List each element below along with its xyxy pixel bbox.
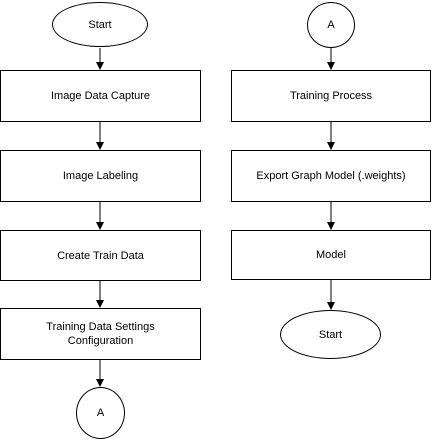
connector-a-right: A <box>307 2 355 48</box>
export-graph-model-step: Export Graph Model (.weights) <box>231 150 431 202</box>
connector-a-left-label: A <box>96 407 105 419</box>
create-train-data-step: Create Train Data <box>0 230 201 281</box>
export-graph-model-label: Export Graph Model (.weights) <box>256 170 406 182</box>
training-data-settings-step: Training Data Settings Configuration <box>0 308 201 360</box>
end-start-node-label: Start <box>318 328 343 341</box>
training-process-label: Training Process <box>289 90 373 102</box>
model-step: Model <box>231 230 431 280</box>
start-node: Start <box>52 2 148 47</box>
end-start-node: Start <box>280 310 381 359</box>
connector-a-left: A <box>76 387 125 439</box>
connector-a-right-label: A <box>327 19 335 31</box>
image-data-capture-step: Image Data Capture <box>0 70 201 122</box>
image-labeling-step: Image Labeling <box>0 150 201 202</box>
training-process-step: Training Process <box>231 70 431 122</box>
image-data-capture-label: Image Data Capture <box>50 90 151 102</box>
create-train-data-label: Create Train Data <box>57 249 144 262</box>
image-labeling-label: Image Labeling <box>62 170 139 182</box>
training-data-settings-label: Training Data Settings Configuration <box>46 321 155 347</box>
start-node-label: Start <box>88 18 112 31</box>
model-label: Model <box>316 249 346 261</box>
